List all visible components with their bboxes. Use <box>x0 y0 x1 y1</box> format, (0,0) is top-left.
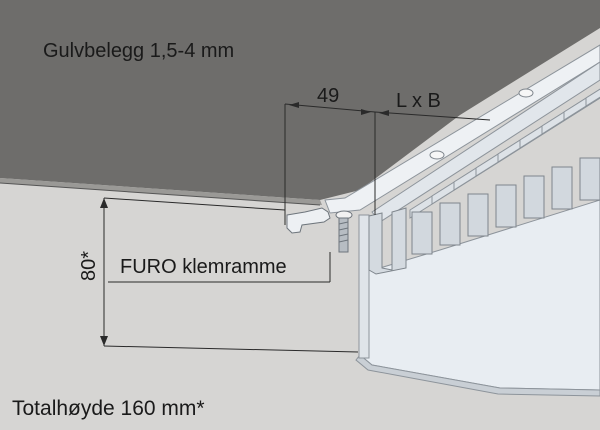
grating-bars <box>409 88 600 255</box>
grating-tooth <box>467 193 489 237</box>
frame-top-flange <box>324 44 600 214</box>
grating-tooth <box>551 166 573 210</box>
floor-edge-line <box>0 182 321 206</box>
total-height-label: Totalhøyde 160 mm* <box>12 397 205 420</box>
grating-tooth <box>523 175 545 219</box>
floor-covering-label: Gulvbelegg 1,5-4 mm <box>43 40 235 62</box>
frame-name-label: FURO klemramme <box>120 256 287 278</box>
screw-thread-2 <box>338 227 349 231</box>
screw-head-1 <box>429 150 445 160</box>
floor-covering-edge <box>0 178 322 205</box>
floor-covering-surface <box>0 0 600 200</box>
dimension-lines <box>103 103 491 353</box>
dimension-width-label: 49 <box>317 85 340 107</box>
screw-thread-4 <box>338 239 349 243</box>
frame-inner-profile <box>368 207 407 275</box>
screw-thread-1 <box>338 221 349 225</box>
grating-tooth <box>495 184 517 228</box>
dimension-size-label: L x B <box>396 90 441 112</box>
clamp-bracket <box>286 207 331 234</box>
dimension-arrows <box>100 102 389 346</box>
height-dimension-label: 80* <box>78 250 101 282</box>
grating-tooth <box>411 211 433 255</box>
frame-tray-bottom <box>355 354 600 397</box>
grating-slat <box>585 88 600 107</box>
screw-thread-3 <box>338 233 349 237</box>
grating-tooth <box>579 157 600 201</box>
clamp-frame-wall <box>358 214 370 359</box>
screw-head-2 <box>518 88 534 98</box>
grating-tooth <box>439 202 461 246</box>
